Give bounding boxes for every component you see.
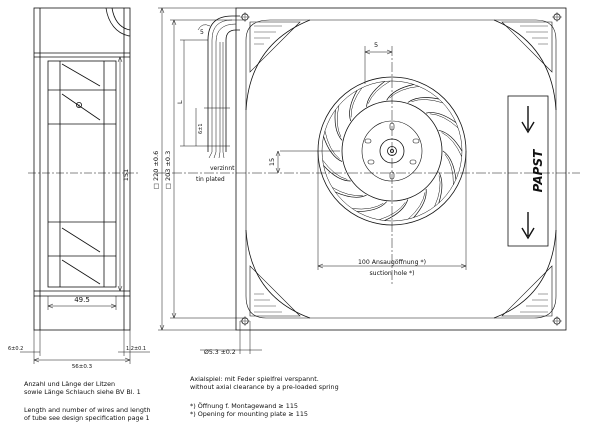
impeller-blade — [335, 191, 367, 198]
front-view — [156, 7, 580, 354]
impeller-blade-edge — [434, 175, 441, 207]
impeller-blade-edge — [336, 105, 342, 138]
dim-overall-depth: 56±0.3 — [72, 364, 93, 370]
hub-mark: R — [78, 104, 81, 108]
dim-flange-thickness: 6±0.2 — [8, 346, 23, 352]
impeller-blades — [322, 80, 463, 221]
dim-height-151: 151 — [122, 169, 130, 181]
impeller-blade-edge — [368, 80, 391, 104]
label-tin-de: verzinnt — [210, 165, 235, 172]
dim-outer-220: □ 220 ±0.6 — [152, 151, 160, 189]
impeller-blade-edge — [444, 154, 454, 185]
dim-inner-203: □ 203 ±0.3 — [164, 151, 172, 189]
impeller-blade-edge — [429, 113, 459, 128]
airflow-arrow-icon — [521, 212, 535, 240]
side-view — [20, 7, 150, 364]
impeller-blade-edge — [379, 202, 406, 221]
impeller-blade — [384, 199, 409, 221]
brand-label-panel — [507, 95, 549, 247]
note-wires-en: Length and number of wires and length of… — [24, 406, 151, 422]
impeller-blade — [366, 81, 386, 107]
impeller-blade — [413, 188, 427, 218]
note-line: Length and number of wires and length — [24, 406, 151, 414]
impeller-blade — [323, 136, 343, 162]
dim-wire-length: L — [176, 100, 184, 104]
dim-hub-offset-y: 15 — [268, 158, 276, 166]
label-suction-de: 100 Ansaugöffnung *) — [358, 259, 426, 266]
impeller-blade-edge — [332, 187, 363, 196]
airflow-arrow-icon — [521, 106, 535, 134]
impeller-blade-edge — [441, 132, 463, 157]
note-line: Axialspiel: mit Feder spielfrei verspann… — [190, 375, 319, 383]
impeller-blade — [438, 171, 443, 204]
impeller-blade — [349, 90, 358, 122]
impeller-blade — [442, 150, 457, 180]
note-line: Anzahl und Länge der Litzen — [24, 380, 116, 388]
dim-lip: 1.2±0.1 — [126, 346, 146, 352]
note-line: of tube see design specification page 1 — [24, 414, 150, 423]
note-axial-play: Axialspiel: mit Feder spielfrei verspann… — [190, 375, 339, 391]
note-line: sowie Länge Schlauch siehe BV Bl. 1 — [24, 388, 141, 397]
impeller-blade — [386, 84, 414, 101]
dim-wire-bend: 5 — [200, 29, 204, 36]
impeller-blade — [334, 109, 343, 141]
note-line: without axial clearance by a pre-loaded … — [190, 383, 339, 392]
impeller-blade-edge — [350, 87, 363, 118]
brand-logo: PAPST — [531, 149, 545, 192]
note-opening: *) Öffnung f. Montagewand ≥ 115 *) Openi… — [190, 402, 308, 418]
dim-depth-49-5: 49.5 — [74, 296, 90, 304]
impeller-blade — [438, 129, 463, 152]
label-tin-en: tin plated — [196, 176, 225, 183]
note-line: *) Öffnung f. Montagewand ≥ 115 — [190, 402, 298, 410]
impeller-blade — [407, 97, 439, 103]
note-line: *) Opening for mounting plate ≥ 115 — [190, 410, 308, 419]
impeller-blade-edge — [324, 130, 340, 160]
label-suction-en: suction hole *) — [369, 270, 414, 277]
dim-wire-strip: 6±1 — [198, 123, 204, 134]
dim-hole: Ø5.3 ±0.2 — [204, 348, 236, 356]
impeller-blade — [323, 165, 351, 182]
impeller-blade — [426, 112, 457, 123]
cable-outlet — [180, 15, 240, 159]
impeller-blade-edge — [408, 192, 426, 220]
dim-hub-offset-x: 5 — [374, 41, 378, 49]
impeller-hub — [341, 100, 443, 202]
side-housing-outline — [33, 7, 131, 331]
impeller-blade-edge — [352, 203, 384, 210]
side-motor-body — [47, 60, 117, 288]
impeller-blade-edge — [411, 99, 443, 104]
note-wires-de: Anzahl und Länge der Litzen sowie Länge … — [24, 380, 141, 396]
front-housing-outline — [235, 7, 567, 331]
impeller-blade — [356, 201, 387, 212]
impeller-blade-edge — [322, 159, 348, 180]
side-screw-icon — [76, 102, 83, 109]
impeller-blade-edge — [389, 86, 420, 99]
